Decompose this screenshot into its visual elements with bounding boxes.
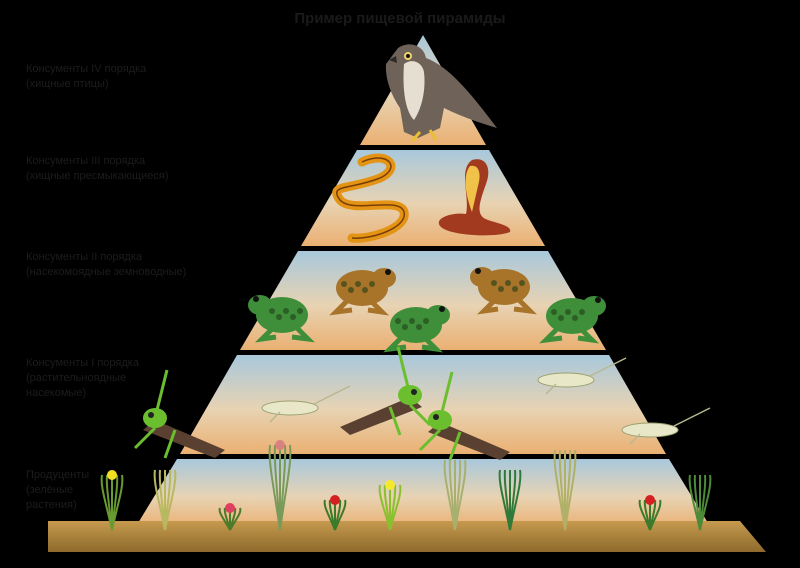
- frog-icon: [383, 305, 450, 353]
- frog-icon: [248, 295, 315, 343]
- grasshopper-icon: [621, 407, 711, 445]
- frog-icon: [470, 267, 537, 315]
- grasshopper-icon: [418, 371, 510, 461]
- level-2-name: Консументы II порядка: [26, 251, 143, 263]
- producers-name: Продуценты: [26, 469, 90, 481]
- grasshopper-icon: [261, 385, 351, 423]
- level-label-consumers-2: Консументы II порядка (насекомоядные зем…: [26, 250, 186, 280]
- plant-icon: [688, 474, 712, 531]
- falcon-icon: [385, 44, 497, 142]
- level-3-desc: (хищные пресмыкающиеся): [26, 170, 169, 182]
- level-label-consumers-4: Консументы IV порядка (хищные птицы): [26, 62, 146, 92]
- plant-icon: [553, 449, 577, 531]
- diagram-title: Пример пищевой пирамиды: [294, 10, 506, 27]
- frog-icon: [539, 296, 606, 344]
- cobra-icon: [438, 159, 511, 236]
- grasshopper-icon: [133, 369, 225, 459]
- tier-4-band: [180, 355, 666, 454]
- level-2-desc: (насекомоядные земноводные): [26, 266, 187, 278]
- frog-icon: [329, 268, 396, 316]
- plant-icon: [268, 440, 292, 531]
- level-1-name: Консументы I порядка: [26, 357, 139, 369]
- grasshopper-icon: [537, 357, 627, 395]
- level-4-desc: (хищные птицы): [26, 78, 109, 90]
- level-1-desc-a: (растительноядные: [26, 372, 127, 384]
- plant-icon: [323, 495, 347, 531]
- level-label-consumers-3: Консументы III порядка (хищные пресмыкаю…: [26, 154, 169, 184]
- ground-strip: [48, 521, 766, 552]
- snake-icon: [332, 153, 409, 243]
- plant-icon: [100, 470, 124, 531]
- plant-icon: [153, 469, 177, 531]
- level-3-name: Консументы III порядка: [26, 155, 146, 167]
- grasshopper-icon: [340, 346, 432, 436]
- plant-icon: [218, 503, 242, 531]
- plant-icon: [638, 495, 662, 531]
- plant-icon: [378, 480, 402, 531]
- level-4-name: Консументы IV порядка: [26, 63, 147, 75]
- plant-icon: [443, 459, 467, 531]
- plant-icon: [498, 469, 522, 531]
- level-1-desc-b: насекомые): [26, 387, 87, 399]
- producers-desc-b: растения): [26, 499, 77, 511]
- tier-5-band: [135, 459, 711, 528]
- level-label-consumers-1: Консументы I порядка (растительноядные н…: [26, 356, 139, 401]
- level-label-producers: Продуценты (зелёные растения): [26, 468, 89, 513]
- producers-desc-a: (зелёные: [26, 484, 73, 496]
